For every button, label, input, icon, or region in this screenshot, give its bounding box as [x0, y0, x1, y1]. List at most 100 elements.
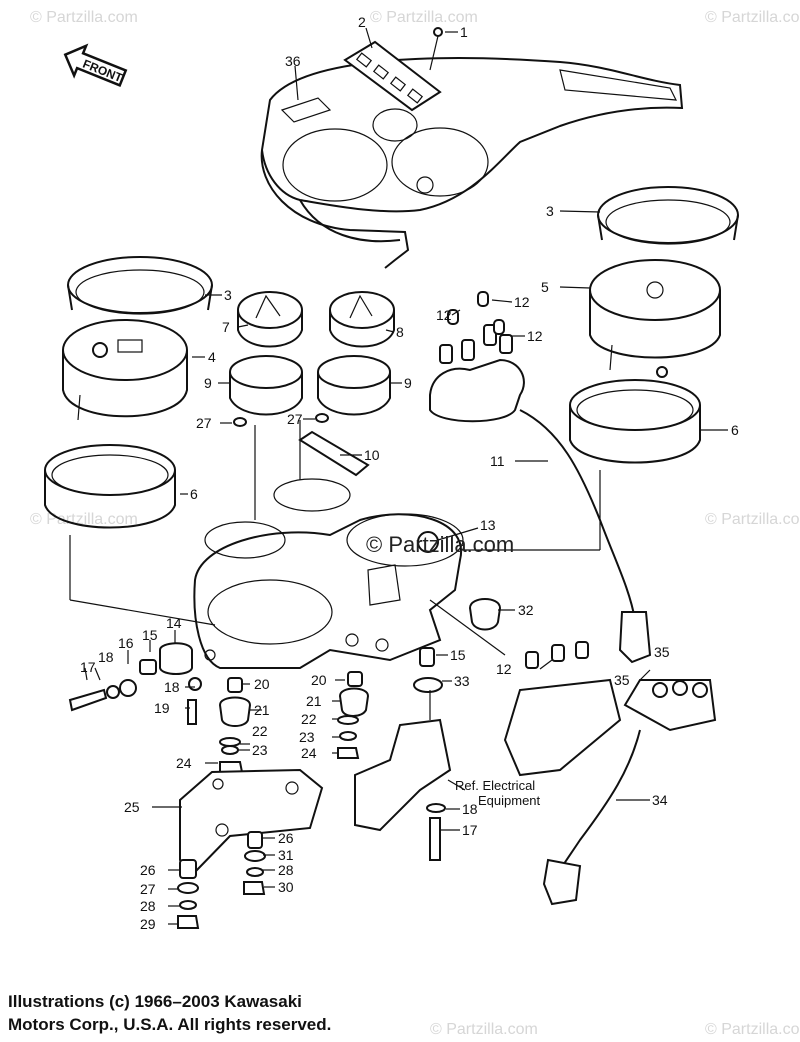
- callout-number: 15: [142, 627, 158, 643]
- callout-number: 22: [301, 711, 317, 727]
- tachometer: [589, 186, 739, 378]
- callout-number: 35: [614, 672, 630, 688]
- gauge-ring: [229, 355, 303, 416]
- callout-number: 19: [154, 700, 170, 716]
- callout-number: 7: [222, 319, 230, 335]
- callout-number: 26: [140, 862, 156, 878]
- harness-connector: [618, 611, 652, 664]
- rubber-damper: [468, 598, 502, 631]
- callout-number: 27: [287, 411, 303, 427]
- callout-number: 18: [98, 649, 114, 665]
- callout-number: 12: [436, 307, 452, 323]
- watermark: © Partzilla.com: [705, 9, 800, 26]
- callout-number: 9: [404, 375, 412, 391]
- callout-leaders: [84, 27, 728, 925]
- ref-note-line1: Ref. Electrical: [455, 778, 535, 793]
- callout-number: 14: [166, 615, 182, 631]
- wire-harness-lower: [559, 729, 641, 871]
- callout-number: 28: [140, 898, 156, 914]
- callout-number: 34: [652, 792, 668, 808]
- mount-hardware-left: [68, 642, 202, 725]
- watermark: © Partzilla.com: [705, 511, 800, 528]
- callout-number: 21: [306, 693, 322, 709]
- plate-hole: [215, 823, 229, 837]
- callout-number: 17: [80, 659, 96, 675]
- callout-number: 18: [462, 801, 478, 817]
- grommet: [233, 417, 247, 427]
- callout-number: 33: [454, 673, 470, 689]
- callout-number: 17: [462, 822, 478, 838]
- callout-number: 3: [546, 203, 554, 219]
- callout-number: 10: [364, 447, 380, 463]
- watermark: © Partzilla.com: [30, 9, 138, 26]
- watermark: © Partzilla.com: [370, 9, 478, 26]
- bulb-socket-cluster-lower: [503, 641, 717, 777]
- callout-number: 36: [285, 53, 301, 69]
- callout-number: 8: [396, 324, 404, 340]
- bulb-socket-cluster: [429, 291, 525, 423]
- watermark: © Partzilla.com: [430, 1021, 538, 1038]
- callout-number: 32: [518, 602, 534, 618]
- guide-lines: [69, 420, 601, 791]
- callout-number: 18: [164, 679, 180, 695]
- ref-note-line2: Equipment: [478, 793, 541, 808]
- callout-number: 2: [358, 14, 366, 30]
- callout-number: 4: [208, 349, 216, 365]
- callout-number: 25: [124, 799, 140, 815]
- callout-number: 6: [731, 422, 739, 438]
- plate-hole: [285, 781, 299, 795]
- meter-case: [193, 478, 464, 669]
- callout-number: 26: [278, 830, 294, 846]
- wire-harness: [519, 409, 636, 621]
- fuel-gauge: [237, 291, 303, 348]
- callout-number: 20: [311, 672, 327, 688]
- callout-number: 28: [278, 862, 294, 878]
- callout-number: 21: [254, 702, 270, 718]
- callout-number: 9: [204, 375, 212, 391]
- indicator-cover: [298, 430, 370, 477]
- indicator-lens: [343, 40, 442, 112]
- callout-number: 16: [118, 635, 134, 651]
- mount-hardware-center-2: [337, 671, 370, 759]
- temp-gauge: [329, 291, 395, 348]
- callout-number: 1: [460, 24, 468, 40]
- callout-number: 12: [527, 328, 543, 344]
- meter-ring: [569, 379, 701, 464]
- gauge-ring: [317, 355, 391, 416]
- watermark: © Partzilla.com: [705, 1021, 800, 1038]
- callout-number: 24: [176, 755, 192, 771]
- callout-number: 3: [224, 287, 232, 303]
- callout-number: 11: [490, 453, 505, 469]
- plate-hole: [212, 778, 224, 790]
- callout-number: 30: [278, 879, 294, 895]
- callout-number: 23: [299, 729, 315, 745]
- mount-hardware-center: [218, 677, 252, 773]
- front-arrow-icon: FRONT: [63, 43, 128, 87]
- meter-cover: [260, 57, 684, 269]
- grommet: [315, 413, 329, 423]
- callout-number: 29: [140, 916, 156, 932]
- speedometer: [62, 256, 213, 421]
- mount-hardware-lower: [177, 831, 266, 929]
- callout-number: 13: [480, 517, 496, 533]
- copyright-line-1: Illustrations (c) 1966–2003 Kawasaki: [8, 992, 302, 1011]
- copyright-line-2: Motors Corp., U.S.A. All rights reserved…: [8, 1015, 332, 1034]
- callout-number: 20: [254, 676, 270, 692]
- callout-number: 12: [496, 661, 512, 677]
- callout-number: 24: [301, 745, 317, 761]
- callout-number: 22: [252, 723, 268, 739]
- watermark: © Partzilla.com: [30, 511, 138, 528]
- callout-number: 6: [190, 486, 198, 502]
- copyright-notice: Illustrations (c) 1966–2003 Kawasaki Mot…: [8, 990, 568, 1036]
- watermark-group: © Partzilla.com © Partzilla.com © Partzi…: [30, 9, 800, 1038]
- callout-number: 27: [140, 881, 156, 897]
- callout-number: 12: [514, 294, 530, 310]
- mount-hardware-right: [354, 647, 452, 861]
- harness-connector-lower: [542, 858, 582, 906]
- callout-number: 23: [252, 742, 268, 758]
- callout-number: 35: [654, 644, 670, 660]
- callout-number: 5: [541, 279, 549, 295]
- callouts: 1 2 36 3 3 5 12 12 12 7 8 4 9 9 27 27 6 …: [80, 14, 739, 932]
- watermark-center: © Partzilla.com: [366, 532, 514, 557]
